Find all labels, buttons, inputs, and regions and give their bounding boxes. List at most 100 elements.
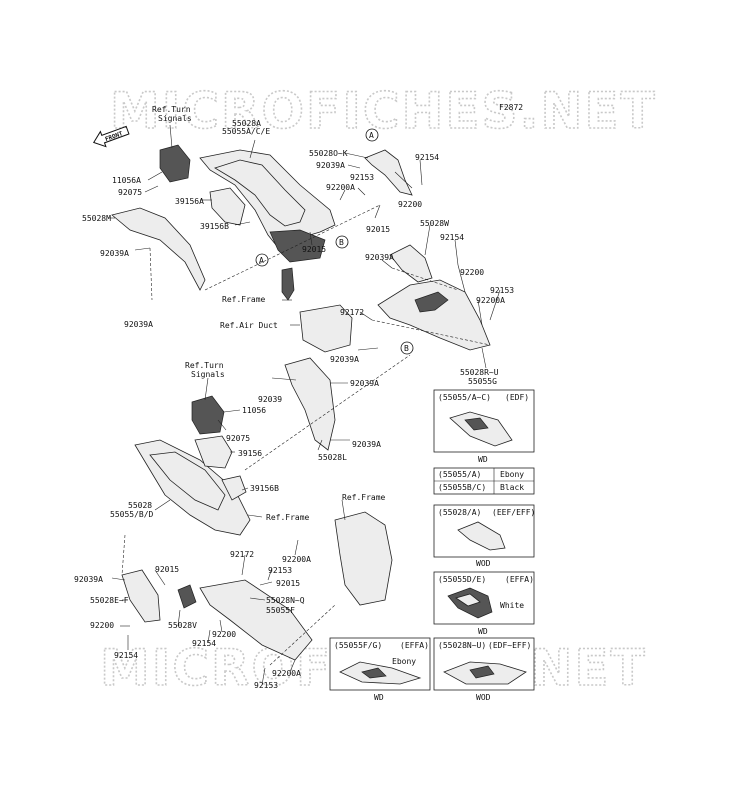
svg-text:B: B [339,238,344,247]
label-92172-1: 92172 [340,308,364,317]
label-55028nq: 55028N~Q [266,596,305,605]
inset-edf-eff-variant: (EDF~EFF) [488,641,531,650]
label-92153-2: 92153 [490,286,514,295]
label-55028ef: 55028E~F [90,596,129,605]
label-55055g: 55055G [468,377,497,386]
inset-effa-1-code: (55055D/E) [438,575,486,584]
label-55028m: 55028M [82,214,111,223]
label-92015-4: 92015 [276,579,300,588]
inset-eef-caption: WOD [476,559,491,568]
inset-effa-1-caption: WD [478,627,488,636]
label-92075-1: 92075 [118,188,142,197]
panel-55028ok [364,149,413,196]
side-cowl-vent [414,291,449,313]
color-table: (55055/A) Ebony (55055B/C) Black [433,467,535,495]
label-39156: 39156 [238,449,262,458]
inset-effa-1-note: White [500,601,524,610]
side-panel-55028m [111,207,206,291]
lower-cowl-inner [149,451,226,511]
turn-signal-bracket [159,144,191,183]
label-92075-2: 92075 [226,434,250,443]
label-92154-2: 92154 [440,233,464,242]
label-92015-3: 92015 [155,565,179,574]
label-92153-4: 92153 [254,681,278,690]
inset-edf: (55055/A~C) (EDF) WD [433,389,535,464]
inset-edf-eff: (55028N~U) (EDF~EFF) WOD [433,637,535,702]
label-92039a-5: 92039A [330,355,359,364]
label-92172-2: 92172 [230,550,254,559]
inset-effa-2-code: (55055F/G) [334,641,382,650]
inset-effa-2-caption: WD [374,693,384,702]
callout-b-2: B [400,341,414,355]
inset-edf-eff-code: (55028N~U) [438,641,486,650]
label-11056: 11056 [242,406,266,415]
label-92200-4: 92200 [212,630,236,639]
label-92154-3: 92154 [192,639,216,648]
svg-text:A: A [259,256,264,265]
inset-effa-2-variant: (EFFA) [400,641,429,650]
label-55055bd: 55055/B/D [110,510,154,519]
inset-edf-code: (55055/A~C) [438,393,491,402]
panel-39156b [221,475,247,501]
label-92039a-2: 92039A [100,249,129,258]
inset-eef-code: (55028/A) [438,508,481,517]
inset-eef-variant: (EEF/EFF) [492,508,535,517]
label-55055ace: 55055A/C/E [222,127,270,136]
label-92200a-1: 92200A [326,183,355,192]
under-panel-55028ef [121,569,161,623]
callout-a-1: A [365,128,379,142]
label-55028ru: 55028R~U [460,368,499,377]
headlight-opening [269,229,326,263]
label-92015-1: 92015 [366,225,390,234]
color-table-color-2: Black [500,483,524,492]
label-92154-1: 92154 [415,153,439,162]
label-55028v: 55028V [168,621,197,630]
label-92200a-2: 92200A [476,296,505,305]
label-55028w: 55028W [420,219,449,228]
svg-text:A: A [369,131,374,140]
label-92200-2: 92200 [460,268,484,277]
label-39156a: 39156A [175,197,204,206]
label-92015-2: 92015 [302,245,326,254]
panel-55028w [389,244,433,283]
inset-eef: (55028/A) (EEF/EFF) WOD [433,504,535,568]
label-55028: 55028 [128,501,152,510]
label-92200-1: 92200 [398,200,422,209]
label-92200a-4: 92200A [272,669,301,678]
label-92039-1: 92039 [258,395,282,404]
label-92039a-4: 92039A [124,320,153,329]
label-92200-3: 92200 [90,621,114,630]
label-92039a-7: 92039A [352,440,381,449]
label-92039a-6: 92039A [350,379,379,388]
upper-cowl-inner [214,159,306,227]
turn-signal-bracket-lower [191,395,225,435]
watermark-top: MICROFICHES.NET [110,82,657,140]
inset-edf-eff-caption: WOD [476,693,491,702]
frame-bracket-lower [334,511,393,606]
air-duct [299,304,353,353]
callout-a-2: A [255,253,269,267]
svg-text:B: B [404,344,409,353]
label-55028a: 55028A [232,119,261,128]
label-92039a-3: 92039A [365,253,394,262]
label-11056a: 11056A [112,176,141,185]
leader-lines [108,124,501,686]
label-92153-3: 92153 [268,566,292,575]
inset-effa-2-note: Ebony [392,657,416,666]
label-ref-air-duct: Ref.Air Duct [220,321,278,330]
inset-edf-caption: WD [478,455,488,464]
label-ref-frame-2: Ref.Frame [342,493,386,502]
inset-effa-1: (55055D/E) (EFFA) White WD [433,571,535,636]
label-ref-frame-3: Ref.Frame [266,513,310,522]
color-table-code-2: (55055B/C) [438,483,486,492]
inset-edf-variant: (EDF) [505,393,529,402]
front-label: FRONT [104,130,124,143]
label-55055f: 55055F [266,606,295,615]
label-39156b-2: 39156B [250,484,279,493]
inset-effa-2: (55055F/G) (EFFA) Ebony WD [329,637,431,702]
